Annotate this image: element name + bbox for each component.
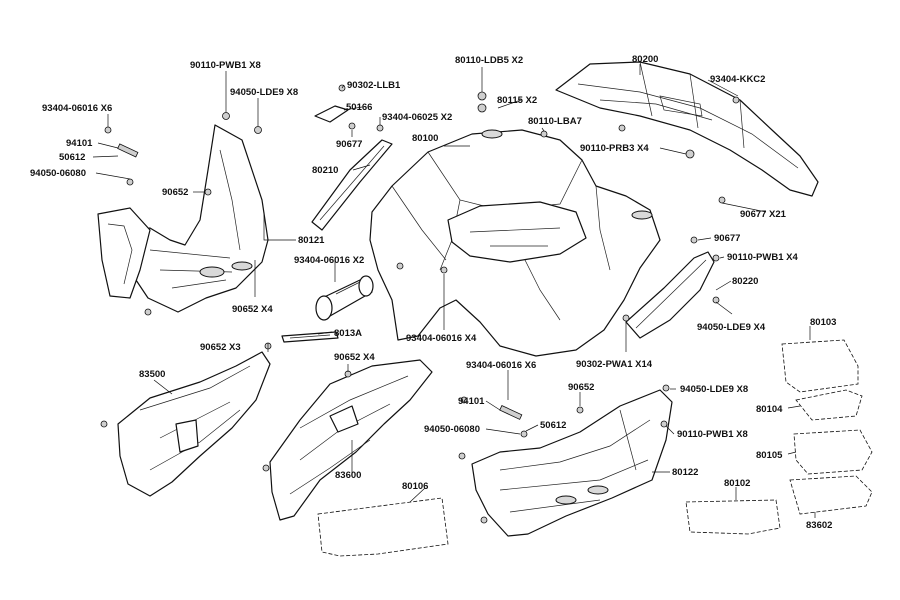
hardware-fasteners	[100, 84, 740, 524]
label-l1: 90110-PWB1 X8	[190, 60, 261, 71]
label-l5: 50612	[59, 152, 85, 163]
label-l37: 94050-06080	[424, 424, 480, 435]
label-l41: 90110-PWB1 X8	[677, 429, 748, 440]
label-l13: 80210	[312, 165, 338, 176]
part-80200-rear-rack	[555, 61, 819, 197]
label-l29: 93404-06016 X4	[406, 333, 477, 344]
part-labels: 90110-PWB1 X8 94050-LDE9 X8 93404-06016 …	[30, 54, 836, 531]
label-l34: 83600	[335, 470, 361, 481]
label-l28: 8013A	[334, 328, 362, 339]
label-l45: 80103	[810, 317, 836, 328]
label-l8: 80121	[298, 235, 325, 246]
label-l47: 80105	[756, 450, 783, 461]
leader-lines	[92, 64, 816, 518]
label-l17: 80100	[412, 133, 438, 144]
label-l11: 50166	[346, 102, 372, 113]
label-l27: 93404-06016 X2	[294, 255, 364, 266]
label-l46: 80104	[756, 404, 783, 415]
label-l4: 94101	[66, 138, 93, 149]
label-l42: 80122	[672, 467, 698, 478]
label-l30: 90302-PWA1 X14	[576, 359, 653, 370]
label-l19: 80200	[632, 54, 658, 65]
decal-80102	[685, 499, 781, 535]
decal-80105	[793, 429, 873, 475]
decal-80103	[781, 339, 859, 393]
label-l24: 90110-PWB1 X4	[727, 252, 798, 263]
label-l15: 80110-LDB5 X2	[455, 55, 523, 66]
label-l35: 93404-06016 X6	[466, 360, 536, 371]
label-l18: 80110-LBA7	[528, 116, 582, 127]
label-l21: 90110-PRB3 X4	[580, 143, 649, 154]
decal-80104	[795, 389, 863, 421]
part-83500-left-side-cover	[117, 351, 271, 497]
label-l2: 94050-LDE9 X8	[230, 87, 298, 98]
decal-80106	[317, 497, 449, 557]
part-50166-bracket	[314, 105, 349, 123]
label-l20: 93404-KKC2	[710, 74, 765, 85]
label-l38: 50612	[540, 420, 566, 431]
label-l14: 93404-06025 X2	[382, 112, 452, 123]
label-l3: 93404-06016 X6	[42, 103, 112, 114]
part-8013A-cover	[281, 275, 374, 343]
part-80122-right-footrest	[471, 389, 673, 537]
label-l9: 90652 X4	[232, 304, 273, 315]
label-l10: 90302-LLB1	[347, 80, 401, 91]
label-l40: 94050-LDE9 X8	[680, 384, 748, 395]
label-l39: 90652	[568, 382, 594, 393]
label-l22: 90677 X21	[740, 209, 787, 220]
label-l25: 80220	[732, 276, 758, 287]
label-l36: 94101	[458, 396, 485, 407]
label-l31: 90652 X3	[200, 342, 241, 353]
part-80100-front-fender	[369, 129, 661, 357]
label-l6: 94050-06080	[30, 168, 86, 179]
part-80210-strip	[311, 139, 393, 231]
label-l43: 80106	[402, 481, 428, 492]
label-l7: 90652	[162, 187, 188, 198]
label-l16: 80115 X2	[497, 95, 537, 106]
label-l12: 90677	[336, 139, 362, 150]
decal-83602	[789, 475, 873, 515]
label-l23: 90677	[714, 233, 740, 244]
part-83600-right-side-cover	[269, 359, 433, 521]
part-80121-left-footrest	[97, 124, 269, 313]
label-l33: 83500	[139, 369, 165, 380]
label-l48: 83602	[806, 520, 832, 531]
label-l32: 90652 X4	[334, 352, 375, 363]
label-l26: 94050-LDE9 X4	[697, 322, 766, 333]
label-l44: 80102	[724, 478, 750, 489]
part-80220-strip	[625, 251, 715, 339]
